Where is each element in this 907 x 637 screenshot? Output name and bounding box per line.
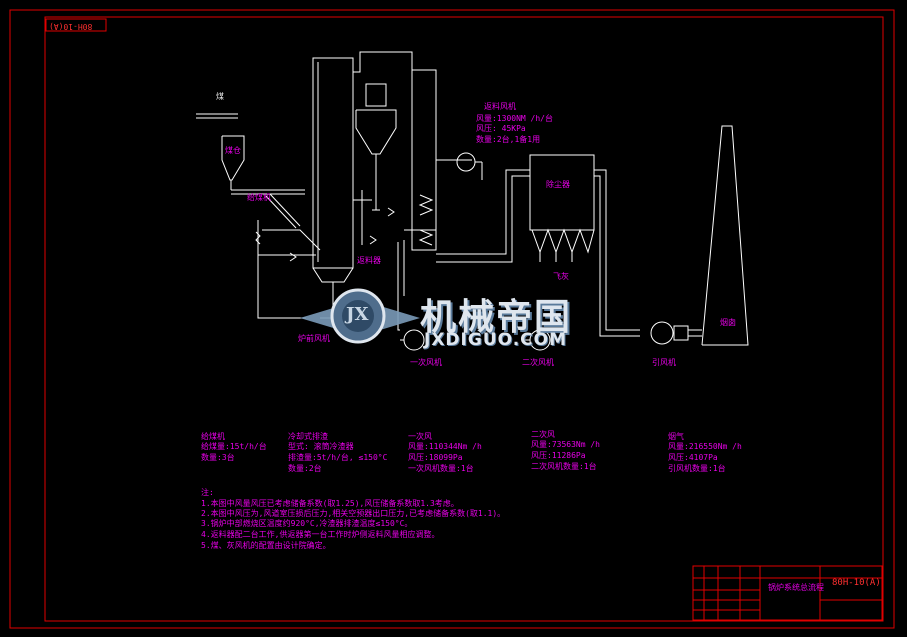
feeder-label: 给煤机 [247,193,271,202]
note-item: 1.本图中风量风压已考虑储备系数(取1.25),风压储备系数取1.3考虑。 [201,499,459,508]
return-feeder-label: 返料器 [357,256,381,265]
title-block [692,565,883,621]
spec-line: 风量:110344Nm /h [408,442,482,451]
spec-line: 排渣量:5t/h/台, ≤150°C [288,453,388,462]
outer-frame [9,9,895,629]
inner-frame [44,16,884,622]
spec-line: 风量:73563Nm /h [531,440,600,449]
secondary-fan-label: 二次风机 [522,358,554,367]
corner-code: 80H-10(A) [49,22,93,31]
watermark-emblem-text: JX [346,304,369,325]
spec-line: 数量:2台 [288,464,322,473]
spec-line: 风压:4107Pa [668,453,718,462]
spec-line: 风量:216550Nm /h [668,442,742,451]
dust-collector-label: 除尘器 [546,180,570,189]
spec-title: 烟气 [668,432,684,441]
notes-heading: 注: [201,488,214,497]
spec-line: 型式: 滚筒冷渣器 [288,442,354,451]
note-item: 5.煤、灰风机的配置由设计院确定。 [201,541,331,550]
coal-label: 煤 [216,92,224,101]
drawing-title: 锅炉系统总流程 [768,583,824,592]
watermark-emblem [300,288,420,344]
drawing-number: 80H-10(A) [832,578,881,588]
spec-title: 一次风 [408,432,432,441]
spec-line: 给煤量:15t/h/台 [201,442,267,451]
corner-code-box [45,18,107,32]
furnace-nozzle-label: 炉前风机 [298,334,330,343]
spec-line: 引风机数量:1台 [668,464,726,473]
note-item: 3.锅炉中部燃烧区温度约920°C,冷渣器排渣温度≤150°C。 [201,519,413,528]
return-air-qty: 数量:2台,1备1用 [476,135,541,144]
spec-line: 风压:11286Pa [531,451,586,460]
spec-line: 风压:18099Pa [408,453,463,462]
return-air-flow: 风量:1300NM /h/台 [476,114,553,123]
hopper-label: 煤仓 [225,146,241,155]
fly-ash-label: 飞灰 [553,272,569,281]
chimney-label: 烟囱 [720,318,736,327]
spec-title: 二次风 [531,430,555,439]
return-air-pressure: 风压: 45KPa [476,124,526,133]
spec-line: 一次风机数量:1台 [408,464,474,473]
note-item: 4.返料器配二台工作,供返器第一台工作时炉侧返料风量相应调整。 [201,530,440,539]
spec-title: 给煤机 [201,432,225,441]
watermark-cn: 机械帝国 [420,297,573,338]
induced-fan-label: 引风机 [652,358,676,367]
watermark-en: JXDIGUO.COM [424,330,568,350]
spec-line: 二次风机数量:1台 [531,462,597,471]
primary-fan-label: 一次风机 [410,358,442,367]
note-item: 2.本图中风压为,风道室压损后压力,相关空预器出口压力,已考虑储备系数(取1.1… [201,509,506,518]
spec-title: 冷却式排渣 [288,432,328,441]
spec-line: 数量:3台 [201,453,235,462]
return-air-title: 返料风机 [484,102,516,111]
